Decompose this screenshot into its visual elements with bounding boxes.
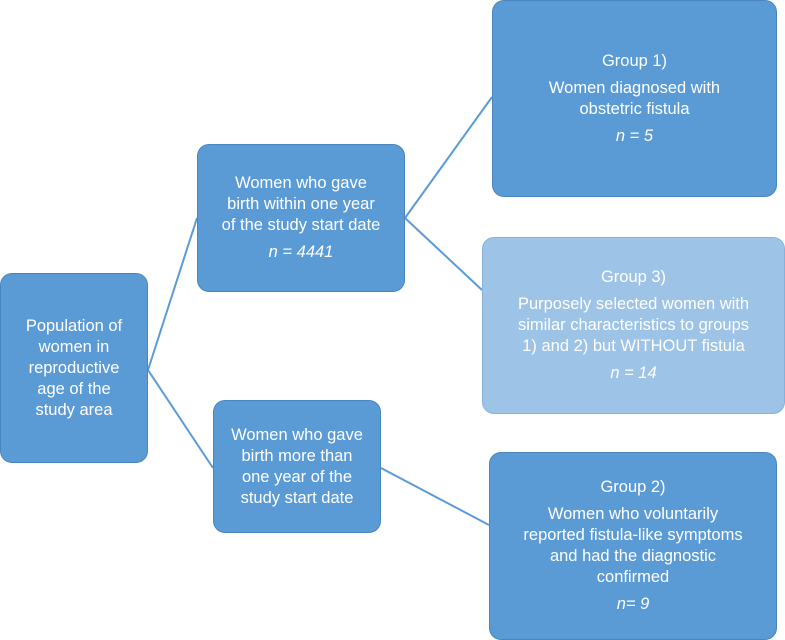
group1-node: Group 1) Women diagnosed with obstetric … [492, 0, 777, 197]
population-line: age of the [37, 379, 111, 398]
within-year-node: Women who gave birth within one year of … [197, 144, 405, 292]
group2-line: and had the diagnostic [549, 547, 717, 565]
more-than-year-node: Women who gave birth more than one year … [213, 400, 381, 533]
connector-within-year-to-group1 [404, 96, 493, 219]
group2-count: n= 9 [616, 595, 650, 613]
group2-line: Women who voluntarily [547, 505, 719, 523]
group2-heading: Group 2) [600, 478, 666, 496]
connector-population-to-more-than-year [147, 369, 214, 469]
population-line: reproductive [28, 358, 120, 377]
within-year-line: Women who gave [235, 174, 367, 192]
connector-more-than-year-to-group2 [380, 467, 490, 526]
group3-line: 1) and 2) but WITHOUT fistula [522, 337, 745, 355]
group1-line: Women diagnosed with [548, 78, 721, 97]
population-line: Population of [25, 316, 123, 335]
more-than-year-line: one year of the [241, 467, 353, 486]
connector-within-year-to-group3 [404, 217, 483, 291]
more-than-year-line: study start date [240, 488, 354, 507]
group1-heading: Group 1) [601, 51, 668, 70]
within-year-line: of the study start date [221, 216, 381, 234]
group3-count: n = 14 [610, 364, 657, 382]
population-node: Population of women in reproductive age … [0, 273, 148, 463]
population-line: study area [35, 400, 113, 419]
group3-line: Purposely selected women with [517, 295, 750, 313]
group2-line: confirmed [596, 568, 670, 586]
connector-population-to-within-year [147, 217, 198, 371]
within-year-line: birth within one year [227, 195, 375, 213]
group2-node: Group 2) Women who voluntarily reported … [489, 452, 777, 640]
within-year-count: n = 4441 [268, 243, 334, 261]
more-than-year-line: birth more than [241, 446, 353, 465]
population-line: women in [38, 337, 110, 356]
group2-line: reported fistula-like symptoms [523, 526, 743, 544]
group3-heading: Group 3) [600, 268, 667, 286]
group3-line: similar characteristics to groups [517, 316, 750, 334]
more-than-year-line: Women who gave [231, 425, 363, 444]
group1-line: obstetric fistula [579, 99, 690, 118]
group3-node: Group 3) Purposely selected women with s… [482, 237, 785, 414]
group1-count: n = 5 [615, 126, 654, 145]
